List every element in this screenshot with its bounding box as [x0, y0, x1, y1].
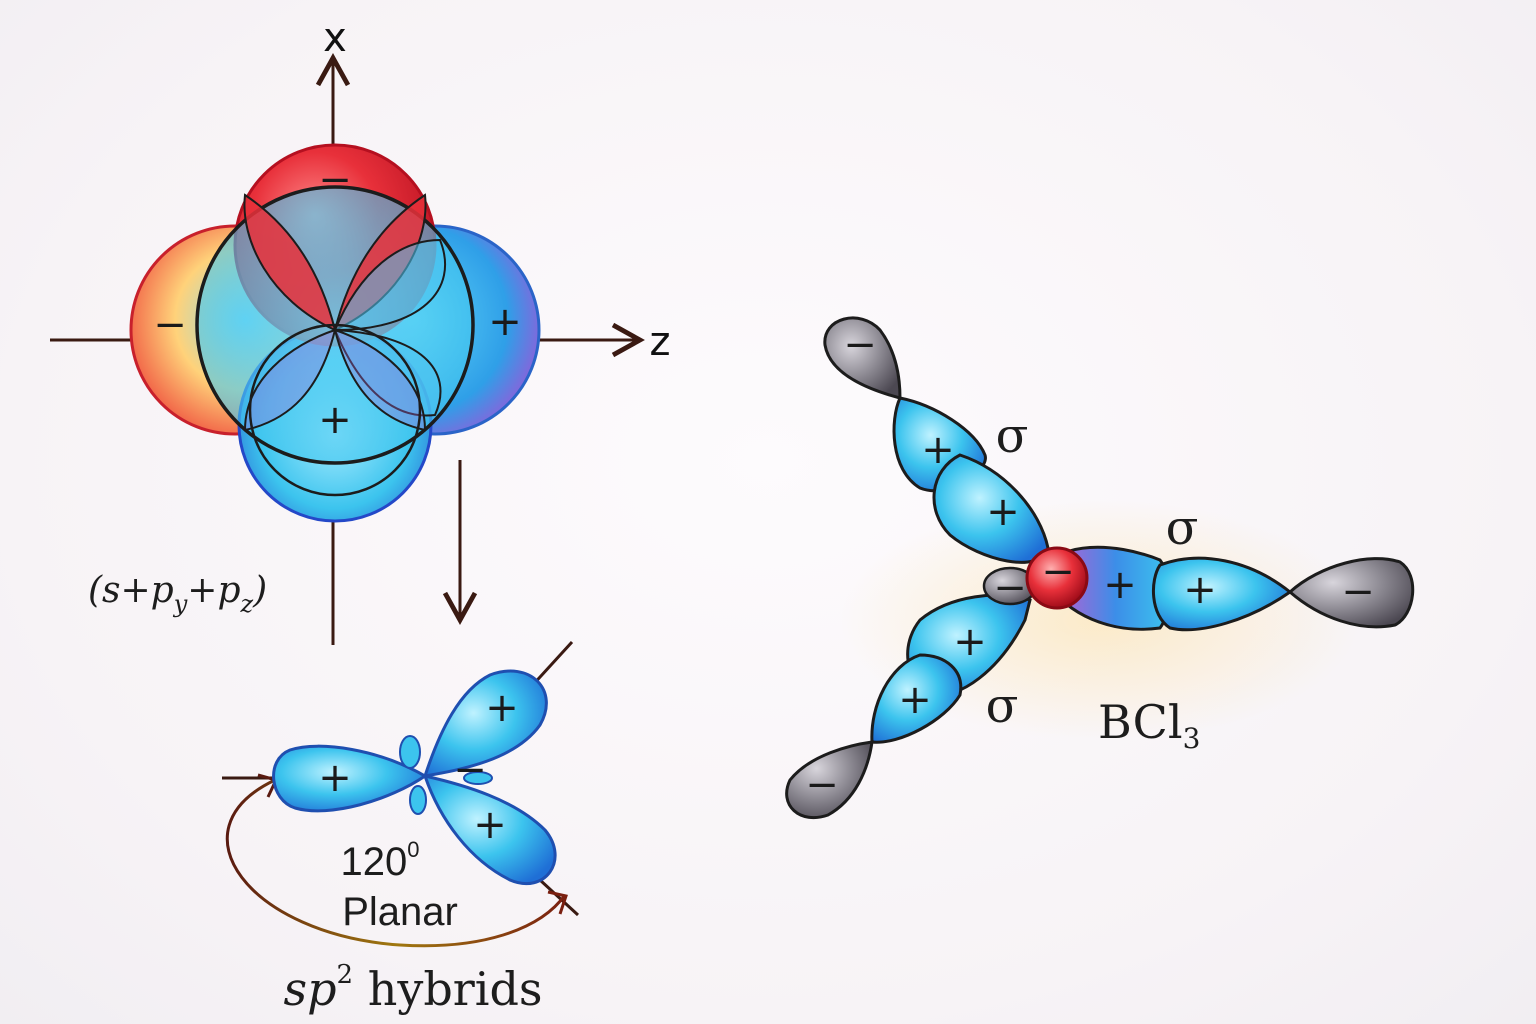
right-sigma: σ — [1166, 500, 1199, 556]
hybrid-small-lobe-down — [409, 785, 427, 815]
orbital-overlap-group: x z − − + + (s+py+pz) — [50, 15, 671, 645]
title-sp: sp — [283, 962, 336, 1016]
lower-sigma: σ — [986, 678, 1019, 734]
angle-arc — [225, 778, 567, 948]
upper-arm-tip — [823, 316, 902, 400]
hybrid-upper-sign: + — [485, 685, 519, 731]
hybrid-lower-lobe — [422, 773, 557, 886]
right-arm-tip — [1287, 557, 1415, 629]
near-left-sign: − — [993, 565, 1027, 611]
boron-atom — [1025, 546, 1089, 610]
formula-plus: +p — [187, 570, 240, 611]
hybrid-left-sign: + — [318, 755, 352, 801]
right-inner-sign: + — [1103, 562, 1137, 608]
hybrid-lower-sign: + — [473, 802, 507, 848]
bottom-lobe-sign: + — [318, 397, 352, 443]
upper-arm-inner — [932, 453, 1050, 564]
bcl3-label: BCl3 — [1098, 695, 1200, 755]
hybrid-upper-lobe — [422, 669, 548, 778]
upper-outer-sign: + — [921, 427, 955, 473]
bcl3-sub: 3 — [1183, 722, 1201, 755]
geometry-label: Planar — [342, 890, 458, 934]
upper-sigma: σ — [996, 408, 1029, 464]
left-lobe-sign: − — [153, 302, 187, 348]
angle-value: 120 — [341, 840, 408, 884]
bcl3-group: − − − + + σ + + − σ + + − σ BCl3 — [785, 316, 1415, 820]
center-sign: − — [1041, 549, 1075, 595]
right-lobe-sign: + — [488, 299, 522, 345]
bottom-petal — [243, 328, 427, 432]
sp2-title: sp2 hybrids — [283, 960, 542, 1016]
sp2-hybrid-group: + + + − 1200 Planar sp2 hybrids — [222, 640, 580, 1016]
upper-inner-sign: + — [986, 489, 1020, 535]
top-lobe-sign: − — [318, 157, 352, 203]
bottom-inner-circle — [248, 323, 422, 497]
hybrid-left-lobe — [272, 744, 428, 813]
formula-sub-y: y — [173, 590, 188, 618]
angle-label: 1200 — [341, 837, 420, 884]
bcl3-main: BCl — [1098, 695, 1183, 749]
formula-sub-z: z — [240, 590, 254, 618]
lower-inner-sign: + — [953, 619, 987, 665]
hybrid-small-lobe-right — [463, 771, 493, 785]
hybrid-small-lobe-up — [399, 735, 421, 769]
formula-close: ) — [252, 570, 267, 611]
x-axis-label: x — [323, 15, 347, 61]
title-sup: 2 — [337, 960, 354, 990]
right-tip-sign: − — [1341, 569, 1375, 615]
lower-arm-tip — [785, 740, 874, 820]
lower-tip-sign: − — [805, 762, 839, 808]
upper-tip-sign: − — [843, 322, 877, 368]
z-axis-label: z — [650, 319, 671, 365]
lower-arm-outer — [870, 653, 963, 744]
right-outer-sign: + — [1183, 567, 1217, 613]
angle-arc-head-right — [547, 890, 568, 915]
angle-unit: 0 — [407, 837, 419, 862]
hybrid-small-sign: − — [453, 747, 487, 793]
formula-open: (s+p — [88, 570, 174, 611]
lower-outer-sign: + — [898, 677, 932, 723]
hybrid-lower-line — [538, 878, 580, 917]
hybrid-formula: (s+py+pz) — [88, 570, 267, 618]
right-arm-outer — [1151, 556, 1293, 632]
title-rest: hybrids — [353, 962, 542, 1016]
